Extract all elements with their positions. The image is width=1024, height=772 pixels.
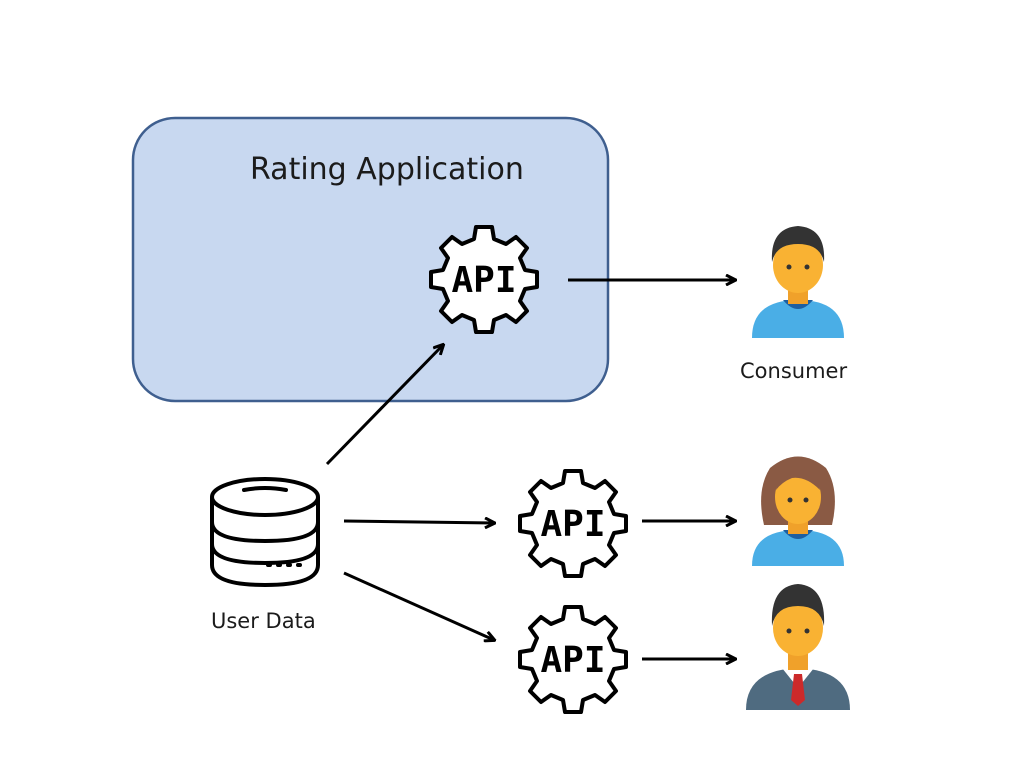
- api-gear-icon: API: [518, 605, 628, 714]
- arrow-db-to-api-2: [343, 521, 494, 523]
- businessman-icon: [746, 584, 850, 710]
- api-badge-text: API: [540, 504, 605, 545]
- user-data-label: User Data: [211, 609, 316, 633]
- api-gear-icon: API: [518, 469, 628, 578]
- man-icon: [752, 226, 844, 338]
- arrow-db-to-api-3: [343, 571, 494, 640]
- api-badge-text: API: [451, 260, 516, 301]
- woman-icon: [752, 456, 844, 566]
- consumer-label: Consumer: [740, 359, 848, 383]
- api-badge-text: API: [540, 640, 605, 681]
- arrow-db-to-app-api: [325, 345, 443, 466]
- api-gear-icon: API: [429, 225, 539, 334]
- database-icon: [210, 477, 320, 588]
- rating-application-title: Rating Application: [250, 152, 524, 187]
